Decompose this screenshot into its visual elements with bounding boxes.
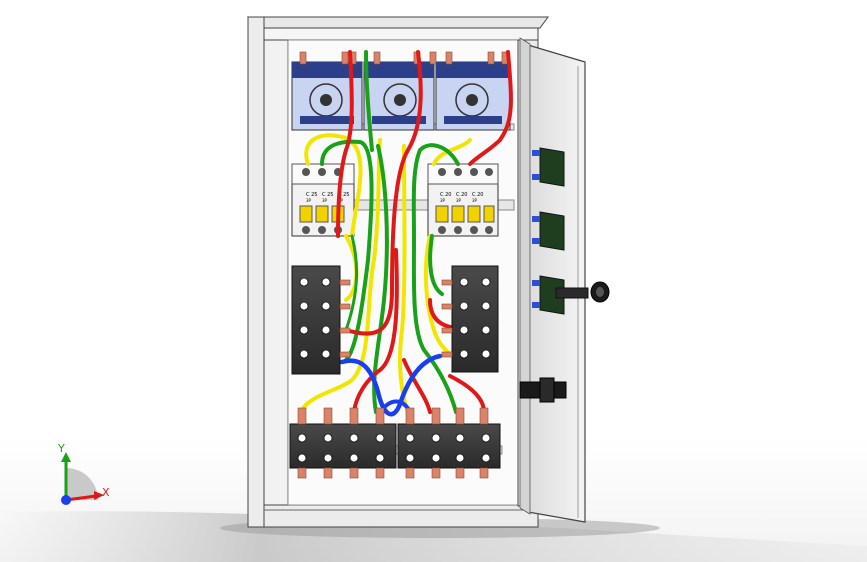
door-lock-handle[interactable] xyxy=(519,377,567,403)
terminal-block-left[interactable] xyxy=(291,265,351,375)
bottom-copper-terminals xyxy=(297,407,489,479)
bottom-terminal-strip-left[interactable] xyxy=(289,423,397,469)
breaker-label-3-rating: C 25 xyxy=(338,192,349,198)
door-push-button-1[interactable] xyxy=(532,147,565,187)
circuit-breaker-group-right[interactable]: C 20 3P C 20 3P C 20 3P xyxy=(427,163,499,237)
cabinet-door[interactable] xyxy=(519,37,610,523)
breaker-label-4-rating: C 20 xyxy=(440,192,451,198)
breaker-label-4-poles: 3P xyxy=(440,198,446,203)
breaker-label-6-rating: C 20 xyxy=(472,192,483,198)
breaker-label-6-poles: 3P xyxy=(472,198,478,203)
breaker-label-2-rating: C 25 xyxy=(322,192,333,198)
breaker-label-1-rating: C 25 xyxy=(306,192,317,198)
door-key-switch[interactable] xyxy=(532,275,610,315)
wiring-harness xyxy=(300,50,513,417)
contactor-module-2[interactable] xyxy=(363,61,435,131)
coordinate-triad: Y X xyxy=(57,442,110,505)
circuit-breaker-group-left[interactable]: C 25 3P C 25 3P C 25 3P xyxy=(291,163,355,237)
breaker-label-5-rating: C 20 xyxy=(456,192,467,198)
triad-x-label: X xyxy=(102,486,110,499)
contactor-module-3[interactable] xyxy=(435,61,511,131)
door-push-button-2[interactable] xyxy=(532,211,565,251)
breaker-label-5-poles: 3P xyxy=(456,198,462,203)
bottom-terminal-strip-right[interactable] xyxy=(397,423,501,469)
breaker-label-2-poles: 3P xyxy=(322,198,328,203)
breaker-label-1-poles: 3P xyxy=(306,198,312,203)
triad-y-label: Y xyxy=(57,442,65,455)
terminal-block-right[interactable] xyxy=(441,265,499,373)
